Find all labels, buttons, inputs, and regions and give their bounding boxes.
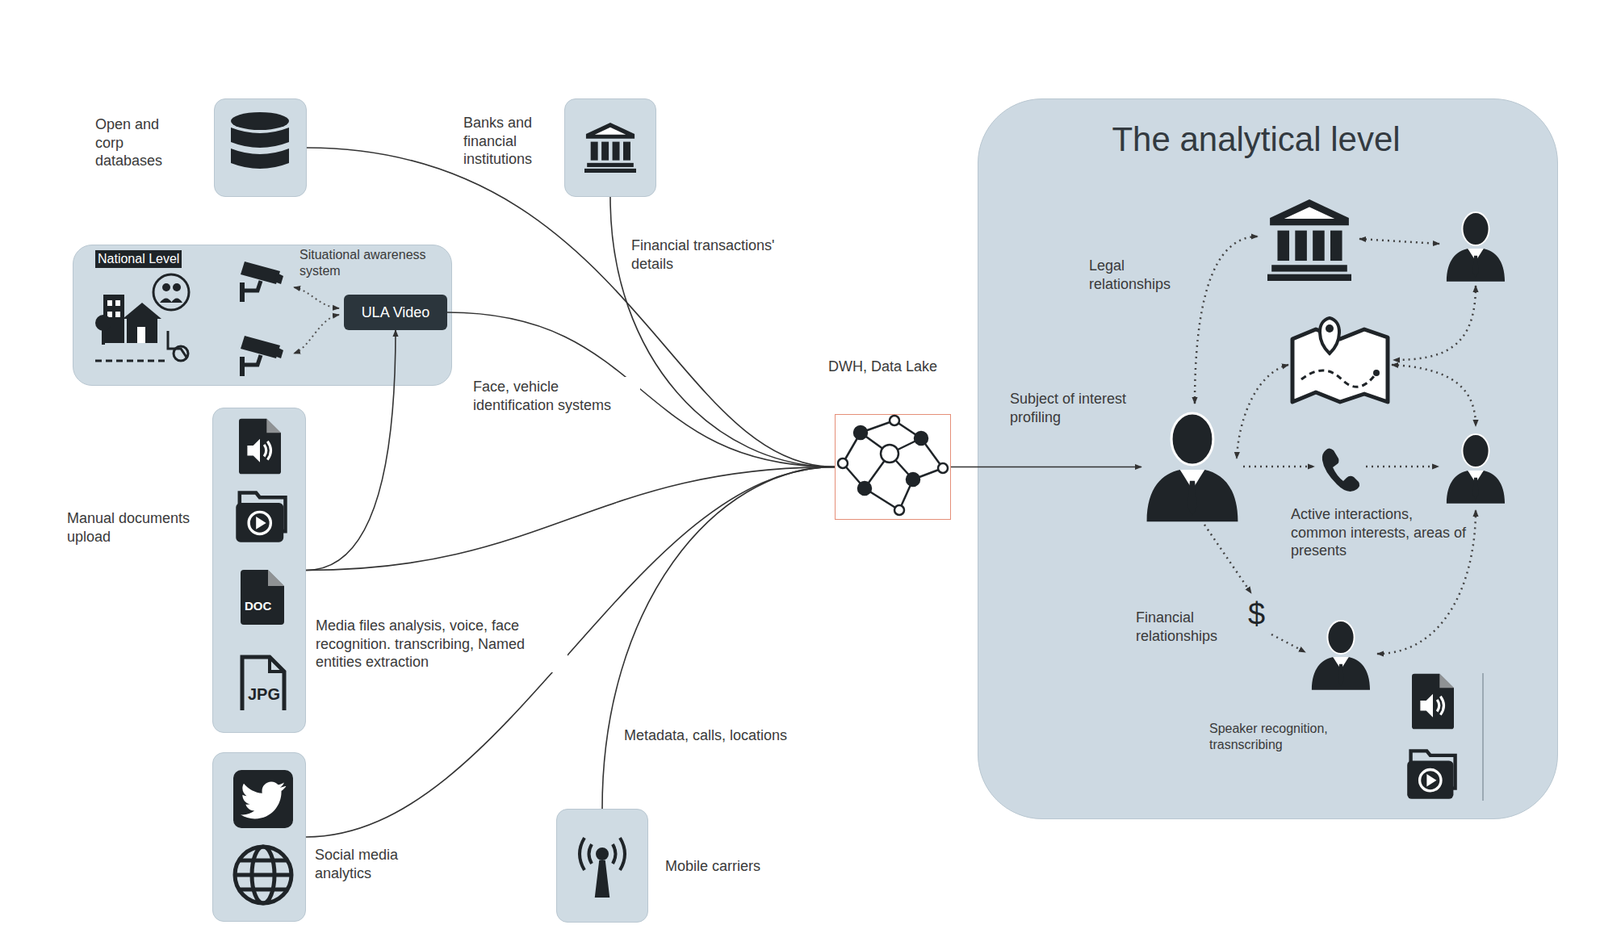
node-text: National Level [95, 250, 182, 269]
node-text: Manual documents upload [67, 509, 201, 546]
connector [306, 147, 835, 468]
node-text: Banks and financial institutions [463, 113, 553, 169]
icon-text: DOC [244, 598, 272, 615]
connector [305, 467, 835, 571]
data-lake-hub: DWH, Data Lake [834, 414, 951, 520]
node-text: ULA Video [361, 303, 431, 323]
icon-text: JPG [247, 684, 281, 705]
node-text: The analytical level [1050, 118, 1462, 162]
connector [610, 196, 835, 468]
system-label: Situational awareness system [299, 247, 449, 280]
currency-symbol: $ [1248, 595, 1265, 635]
connector [602, 467, 835, 810]
connector [447, 312, 835, 468]
node-text: DWH, Data Lake [828, 357, 938, 377]
connector [950, 466, 1142, 469]
relationship-label: Active interactions, common interests, a… [1290, 505, 1467, 561]
edge-label: Metadata, calls, locations [622, 725, 789, 746]
edge-label: Face, vehicle identification systems [471, 376, 641, 415]
node-text: Social media analytics [314, 846, 420, 883]
edge-label: Subject of interest profiling [1008, 389, 1149, 428]
edge-label: Financial transactions' details [629, 235, 803, 274]
connector [305, 467, 835, 838]
node-text: Mobile carriers [665, 857, 761, 876]
relationship-label: Legal relationships [1089, 256, 1185, 294]
connector [305, 330, 396, 571]
source-icon-box: Banks and financial institutions [564, 98, 657, 197]
ula-video-box: ULA Video [343, 294, 448, 331]
node-text: Open and corp databases [95, 115, 181, 171]
relationship-label: Financial relationships [1135, 608, 1232, 646]
edge-label: Media files analysis, voice, face recogn… [314, 615, 568, 673]
note-label: Speaker recognition, trasnscribing [1209, 720, 1355, 754]
